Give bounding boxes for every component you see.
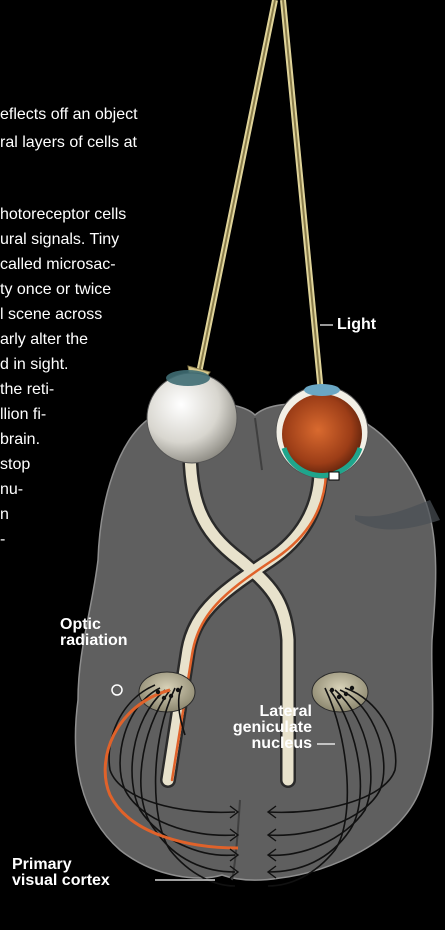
body-text-line-16: n <box>0 505 9 525</box>
body-text-line-1: eflects off an object <box>0 105 138 125</box>
label-optic-radiation-line1: Optic <box>60 617 101 633</box>
body-text-line-15: nu- <box>0 480 23 500</box>
left-eye <box>147 370 237 463</box>
body-text-line-6: called microsac- <box>0 255 116 275</box>
brain-outline <box>75 403 435 880</box>
body-text-line-2: ral layers of cells at <box>0 133 137 153</box>
body-text-line-9: arly alter the <box>0 330 88 350</box>
label-light: Light <box>337 317 376 333</box>
body-text-line-11: the reti- <box>0 380 54 400</box>
body-text-line-5: ural signals. Tiny <box>0 230 119 250</box>
body-text-line-17: - <box>0 530 5 550</box>
label-lgn-line2: geniculate <box>215 720 312 736</box>
label-primary-visual-cortex-line2: visual cortex <box>12 873 110 889</box>
label-optic-radiation-line2: radiation <box>60 633 128 649</box>
label-primary-visual-cortex-line1: Primary <box>12 857 72 873</box>
body-text-line-12: llion fi- <box>0 405 46 425</box>
body-text-line-7: ty once or twice <box>0 280 111 300</box>
body-text-line-14: stop <box>0 455 30 475</box>
body-text-line-8: l scene across <box>0 305 102 325</box>
label-lgn-line1: Lateral <box>215 704 312 720</box>
body-text-line-13: brain. <box>0 430 40 450</box>
body-text-line-4: hotoreceptor cells <box>0 205 126 225</box>
body-text-line-10: d in sight. <box>0 355 68 375</box>
label-lgn-line3: nucleus <box>215 736 312 752</box>
